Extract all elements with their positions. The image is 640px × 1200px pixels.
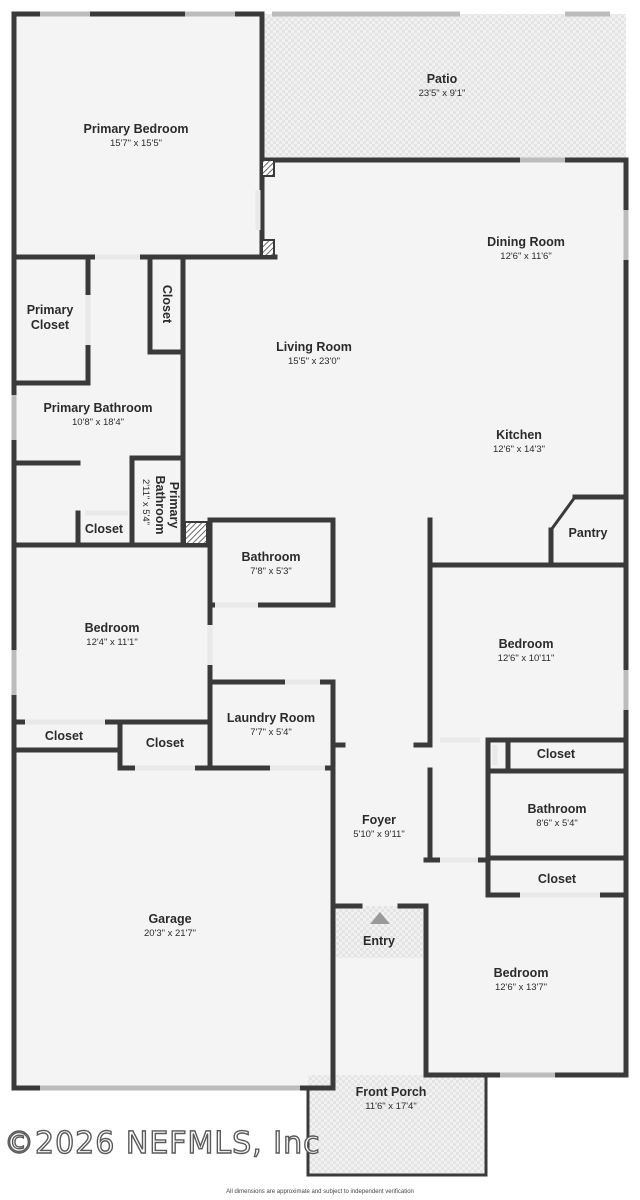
- laundry-dims: 7'7" x 5'4": [250, 727, 292, 738]
- closet-left-1-label: Closet: [45, 729, 84, 743]
- kitchen-dims: 12'6" x 14'3": [493, 444, 545, 455]
- dining-room-dims: 12'6" x 11'6": [500, 251, 551, 262]
- bedroom-right-top-dims: 12'6" x 10'11": [498, 653, 555, 664]
- bedroom-left-dims: 12'4" x 11'1": [86, 637, 137, 648]
- foyer-label: Foyer: [362, 813, 396, 827]
- bathroom-right-label: Bathroom: [527, 802, 586, 816]
- closet-left-2-label: Closet: [146, 736, 185, 750]
- primary-bathroom-small-label-1: Primary: [167, 482, 181, 529]
- entry-label: Entry: [363, 934, 395, 948]
- primary-bathroom-dims: 10'8" x 18'4": [72, 417, 124, 428]
- garage-label: Garage: [148, 912, 191, 926]
- windows: [11, 11, 629, 1091]
- patio-label: Patio: [427, 72, 458, 86]
- patio-dims: 23'5" x 9'1": [419, 88, 466, 99]
- front-porch-dims: 11'6" x 17'4": [365, 1101, 416, 1112]
- living-room-label: Living Room: [276, 340, 352, 354]
- primary-bathroom-small-dims: 2'11" x 5'4": [140, 479, 151, 525]
- living-room-dims: 15'5" x 23'0": [288, 356, 340, 367]
- bathroom-right-dims: 8'6" x 5'4": [536, 818, 578, 829]
- copyright-watermark: ©2026 NEFMLS, Inc: [3, 1125, 321, 1161]
- floor-fills: [0, 14, 640, 1200]
- pantry-label: Pantry: [569, 526, 608, 540]
- primary-bathroom-small-label-2: Bathroom: [153, 475, 167, 534]
- bedroom-right-top-label: Bedroom: [499, 637, 554, 651]
- walls: [11, 11, 629, 1177]
- front-porch-floor: [308, 1075, 486, 1175]
- kitchen-label: Kitchen: [496, 428, 542, 442]
- bedroom-right-bottom-label: Bedroom: [494, 966, 549, 980]
- dining-room-label: Dining Room: [487, 235, 565, 249]
- front-porch-label: Front Porch: [356, 1085, 427, 1099]
- closet-right-1-label: Closet: [537, 747, 576, 761]
- closet-top-label: Closet: [160, 285, 174, 324]
- foyer-dims: 5'10" x 9'11": [353, 829, 404, 840]
- patio-floor: [262, 14, 626, 160]
- closet-pb-label: Closet: [85, 522, 124, 536]
- closet-right-2-label: Closet: [538, 872, 577, 886]
- primary-bedroom-dims: 15'7" x 15'5": [110, 138, 162, 149]
- bedroom-left-label: Bedroom: [85, 621, 140, 635]
- bedroom-right-bottom-dims: 12'6" x 13'7": [495, 982, 547, 993]
- primary-bathroom-label: Primary Bathroom: [43, 401, 152, 415]
- primary-bedroom-label: Primary Bedroom: [84, 122, 189, 136]
- laundry-label: Laundry Room: [227, 711, 315, 725]
- primary-closet-label-2: Closet: [31, 318, 70, 332]
- primary-closet-label-1: Primary: [27, 303, 74, 317]
- disclaimer-text: All dimensions are approximate and subje…: [226, 1189, 414, 1195]
- garage-dims: 20'3" x 21'7": [144, 928, 196, 939]
- entry-arrow-icon: [370, 912, 390, 924]
- bathroom-center-label: Bathroom: [241, 550, 300, 564]
- bathroom-center-dims: 7'8" x 5'3": [250, 566, 292, 577]
